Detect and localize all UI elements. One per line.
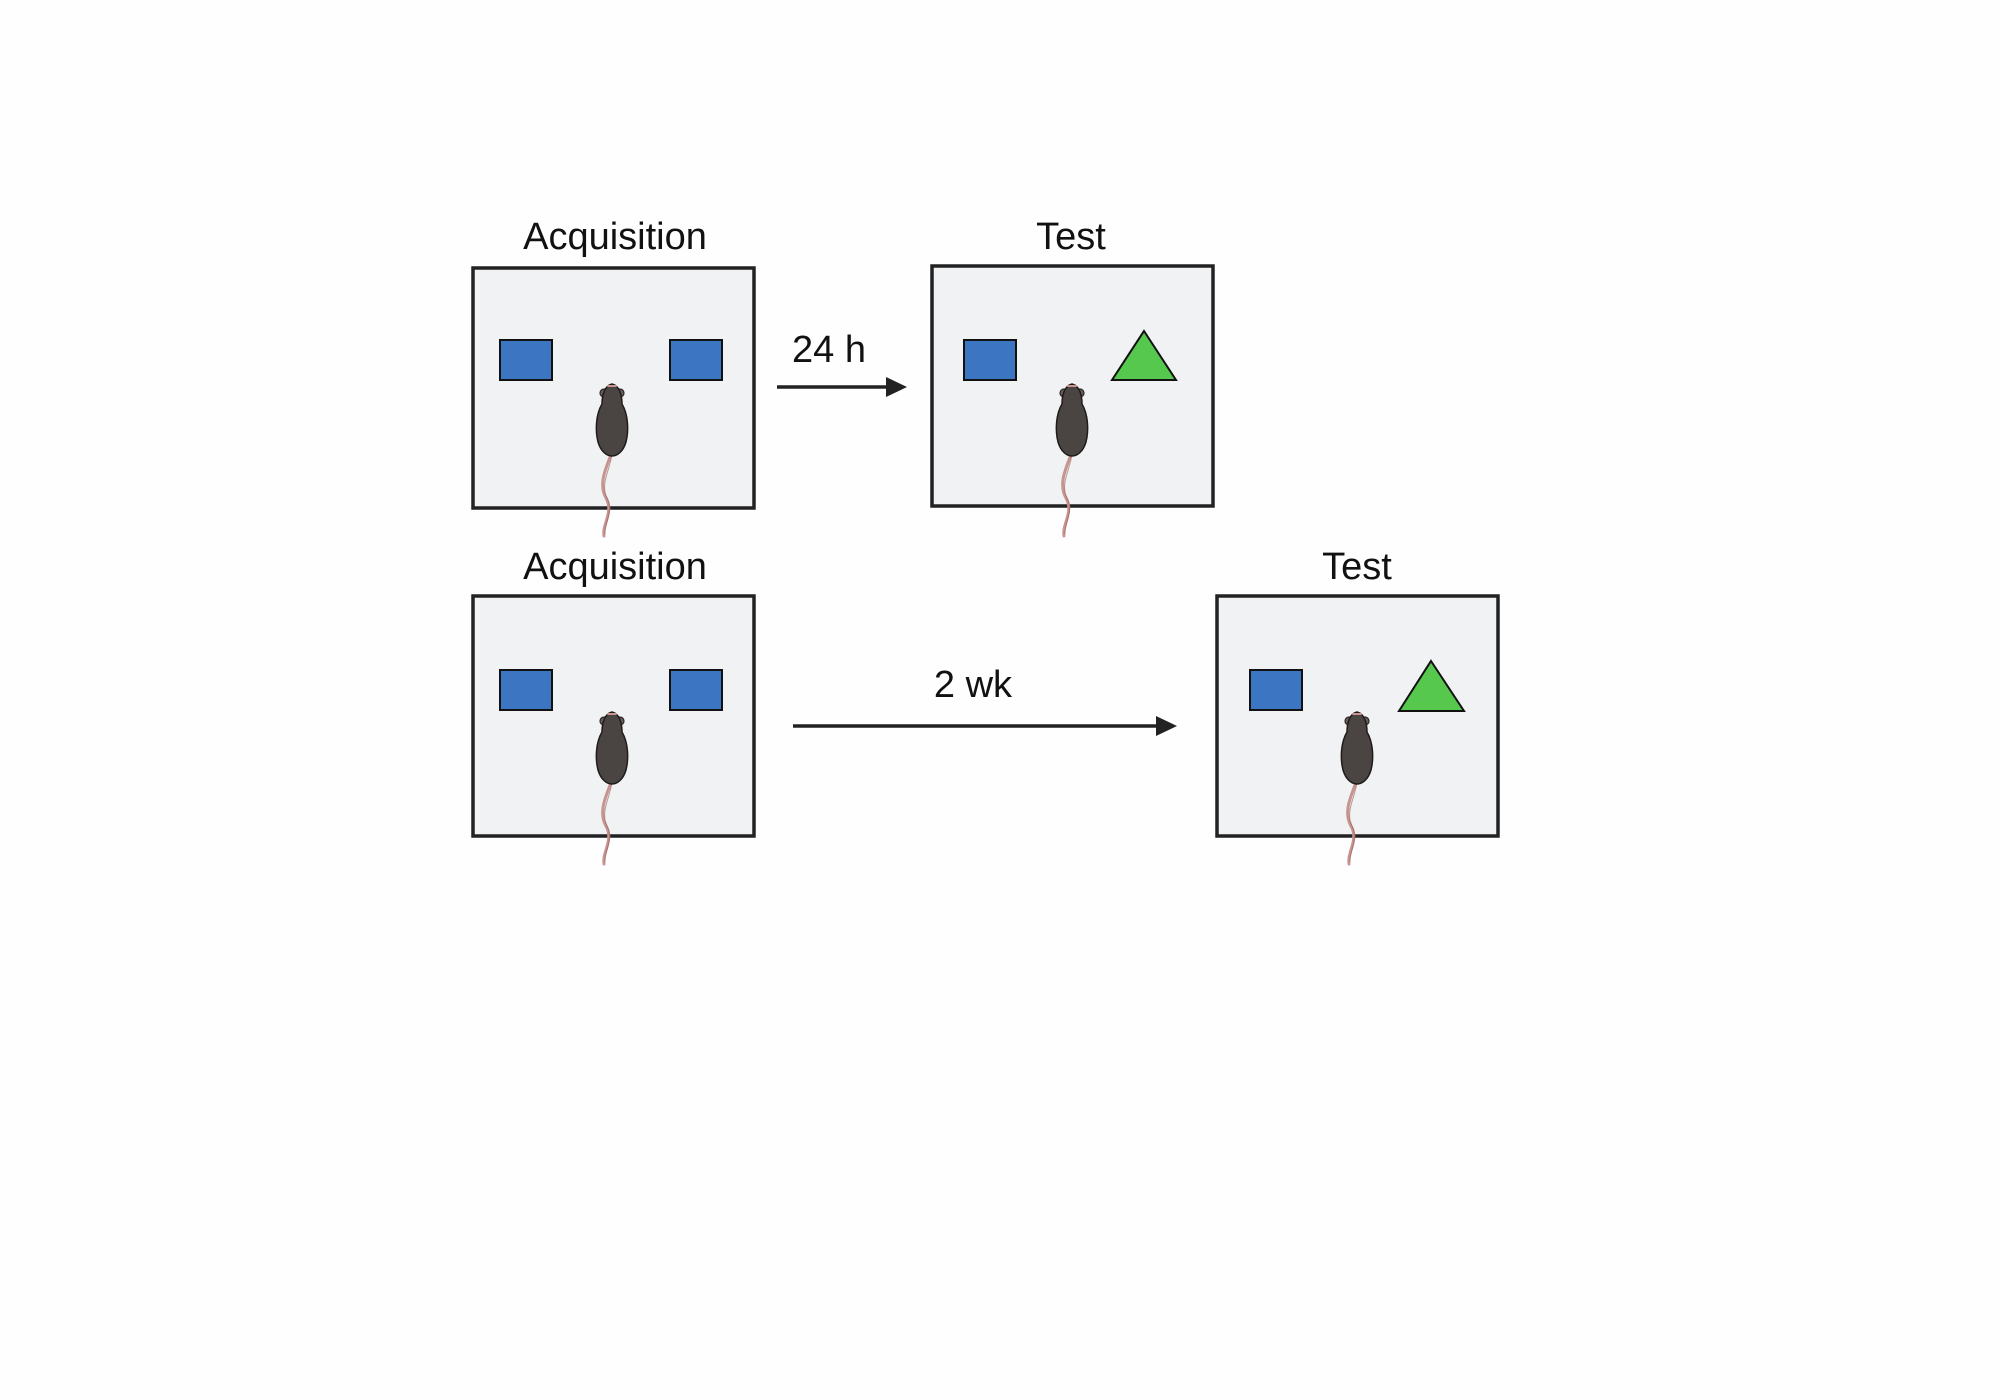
row1-test-arena — [930, 264, 1215, 538]
row2-acquisition-title: Acquisition — [523, 546, 707, 588]
rectangle-object-icon — [1249, 669, 1303, 711]
row1-acquisition-title: Acquisition — [523, 216, 707, 258]
rectangle-object-icon — [963, 339, 1017, 381]
rectangle-object-icon — [499, 669, 553, 711]
row1-acquisition-arena — [471, 266, 756, 538]
row1-test-title: Test — [1036, 216, 1106, 258]
row2-test-title: Test — [1322, 546, 1392, 588]
rectangle-object-icon — [669, 669, 723, 711]
row2-test-arena — [1215, 594, 1500, 866]
rectangle-object-icon — [669, 339, 723, 381]
row2-interval-label: 2 wk — [934, 664, 1013, 706]
rectangle-object-icon — [499, 339, 553, 381]
row2-acquisition-arena — [471, 594, 756, 866]
arrow-right-icon — [777, 377, 907, 397]
triangle-object-icon — [1110, 329, 1178, 381]
row1-interval-label: 24 h — [792, 329, 866, 371]
triangle-object-icon — [1397, 659, 1466, 712]
arrow-right-icon — [793, 716, 1177, 736]
